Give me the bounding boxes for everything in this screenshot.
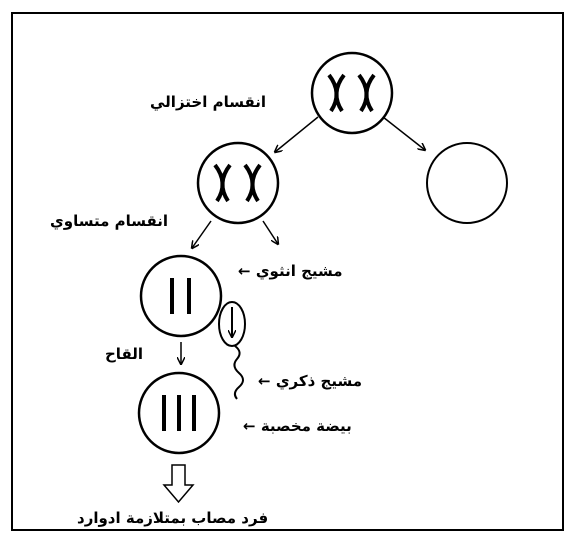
male-gamete-sperm xyxy=(219,302,245,399)
male-gamete-annotation: مشيج ذكري ← xyxy=(258,372,362,390)
female-gamete-annotation: مشيج انثوي ← xyxy=(238,262,343,280)
sperm-tail xyxy=(234,346,243,399)
left-arrow-icon: ← xyxy=(238,262,251,280)
left-arrow-icon: ← xyxy=(258,372,271,390)
fertilized-egg-annotation: بيضة مخصبة ← xyxy=(243,417,352,435)
fertilization-label: القاح xyxy=(105,345,143,363)
arrow-to-right-cell xyxy=(383,117,425,150)
result-label: فرد مصاب بمتلازمة ادوارد xyxy=(77,509,268,527)
equal-division-label: انقسام متساوي xyxy=(50,212,168,230)
empty-daughter-cell xyxy=(427,143,507,223)
female-gamete-cell xyxy=(141,256,221,336)
arrow-to-discarded xyxy=(263,221,278,244)
male-gamete-label: مشيج ذكري xyxy=(276,372,362,390)
reduction-division-label: انقسام اختزالي xyxy=(150,93,266,111)
result-arrow-icon xyxy=(164,465,193,502)
daughter-cell-xx xyxy=(198,143,278,223)
arrow-to-egg-cell xyxy=(192,221,211,248)
parent-cell xyxy=(312,53,392,133)
fertilized-egg-cell xyxy=(139,373,219,453)
fertilized-egg-label: بيضة مخصبة xyxy=(261,417,352,435)
left-arrow-icon: ← xyxy=(243,417,256,435)
arrow-to-left-cell xyxy=(275,117,318,152)
female-gamete-label: مشيج انثوي xyxy=(256,262,343,280)
